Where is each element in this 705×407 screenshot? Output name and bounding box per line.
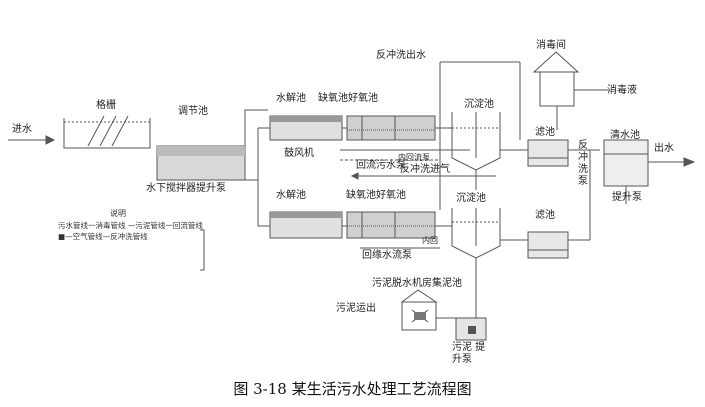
sludge-dewatering-room-label: 污泥脱水机房集泥池 [372,278,462,289]
disinfection-room-label: 消毒间 [536,40,566,51]
sedimentation-tank-2 [451,208,501,259]
backwash-outlet-label: 反冲洗出水 [376,50,426,61]
outflow-arrowhead [683,157,696,167]
sludge-collection-tank [455,317,487,341]
sedimentation-2-label: 沉淀池 [456,193,486,204]
hydrolysis-tank-2 [269,211,343,239]
anoxic-aerobic-tank-1 [346,115,436,141]
filter-2 [527,231,569,259]
screen-label: 格栅 [96,100,116,111]
outflow-label: 出水 [654,143,674,154]
submersible-mixer-lift-pump-label: 水下搅拌器提升泵 [146,183,226,194]
return-sludge-pump-2-label: 回缘水流泵 [362,250,412,261]
sedimentation-tank-1 [451,112,501,171]
sludge-lift-pump-label: 污泥 提 升泵 [452,342,486,365]
sludge-dewatering-room [400,289,438,331]
clear-water-tank-label: 清水池 [610,130,640,141]
internal-reflux-1-label: 内回流泵 [398,153,430,162]
hydrolysis-tank-1 [269,115,343,141]
return-sludge-pump-1-label: 回流污水泵 [356,160,406,171]
blower-label: 鼓风机 [284,148,314,159]
filter-2-label: 滤池 [535,210,555,221]
equalization-tank [156,109,268,181]
hydrolysis-tank-1-label: 水解池 [276,93,306,104]
backwash-air-label: 反冲洗进气 [400,164,450,175]
inflow-arrowhead [45,135,56,145]
disinfection-room [532,51,580,130]
legend-title: 说明 [110,209,126,218]
sludge-out-label: 污泥运出 [336,303,376,314]
equalization-tank-label: 调节池 [178,106,208,117]
inflow-label: 进水 [12,124,32,135]
hydrolysis-tank-2-label: 水解池 [276,190,306,201]
screen-tank [63,115,151,149]
filter-1-label: 滤池 [535,127,555,138]
anoxic-aerobic-tank-2 [346,211,436,239]
filter-1 [527,139,569,167]
backwash-pump-label: 反冲洗泵 [578,140,588,187]
clear-water-tank [603,139,649,187]
legend-body: 污水管线一消毒管线 —污泥管线一回流管线 ■—空气管线—反冲洗管线 [58,221,203,241]
sedimentation-1-label: 沉淀池 [464,99,494,110]
anoxic-aerobic-2-label: 缺氧池好氧池 [346,190,406,201]
disinfectant-label: 消毒液 [607,85,637,96]
figure-caption: 图 3-18 某生活污水处理工艺流程图 [233,380,472,398]
lift-pump-label: 提升泵 [612,192,642,203]
internal-reflux-2-label: 内回 [422,236,438,245]
anoxic-aerobic-1-label: 缺氧池好氧池 [318,93,378,104]
